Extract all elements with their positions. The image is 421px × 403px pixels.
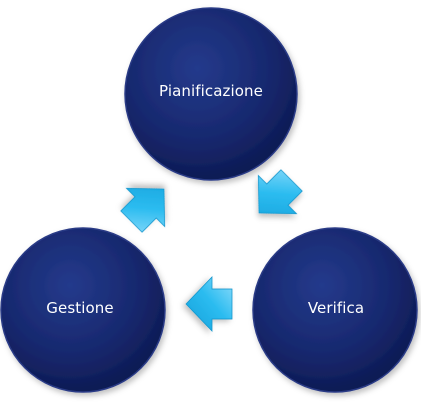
node-circle-planning <box>124 7 298 181</box>
arrow-verify-to-manage <box>185 276 233 332</box>
node-label-planning: Pianificazione <box>159 82 263 100</box>
node-label-verify: Verifica <box>307 299 365 317</box>
node-circle-verify <box>252 227 418 393</box>
node-circle-manage <box>0 227 166 393</box>
node-label-manage: Gestione <box>46 299 114 317</box>
arrow-planning-to-verify <box>257 169 303 215</box>
arrow-manage-to-planning <box>120 187 166 233</box>
